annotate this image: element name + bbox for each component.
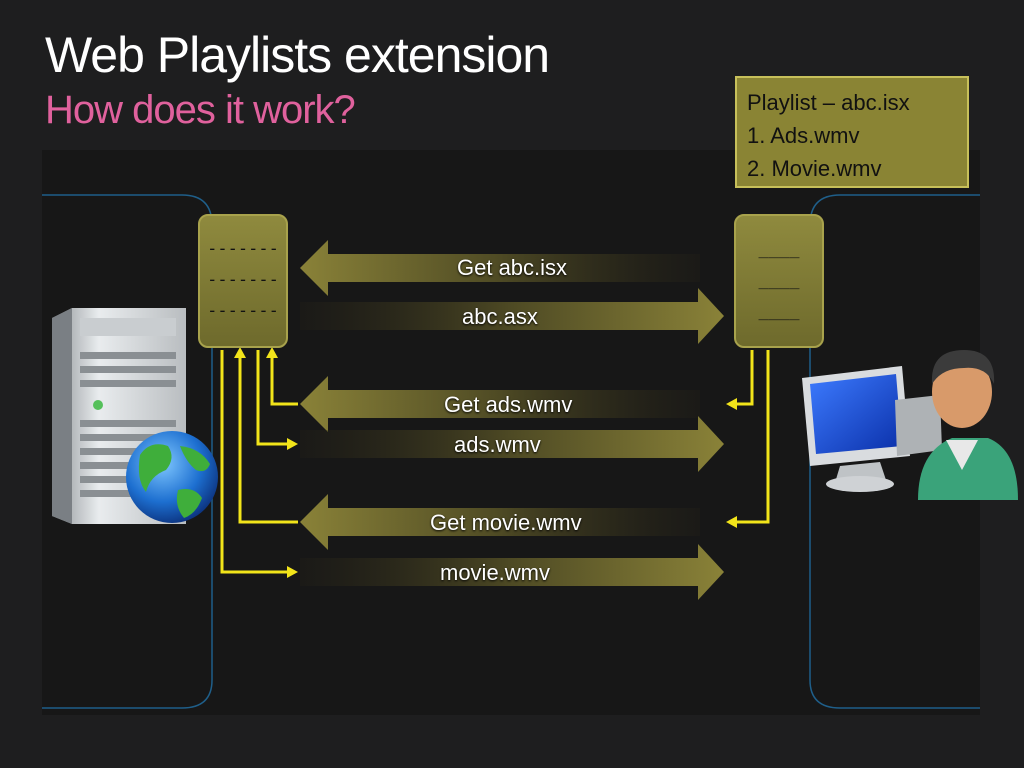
- playlist-item: 1. Ads.wmv: [747, 123, 860, 148]
- document-line: -------: [207, 270, 279, 290]
- server-swimlane: [42, 194, 213, 709]
- slide-subtitle: How does it work?: [45, 88, 356, 132]
- document-line: -------: [207, 239, 279, 259]
- message-label-movie-wmv: movie.wmv: [440, 560, 551, 585]
- message-arrow-2: [300, 288, 724, 344]
- slide-title: Web Playlists extension: [45, 27, 550, 83]
- message-arrow-5: [300, 494, 700, 550]
- document-line: -------: [207, 301, 279, 321]
- message-label-get-movie-wmv: Get movie.wmv: [430, 510, 582, 535]
- client-document: ____ ____ ____: [734, 214, 824, 348]
- computer-user-icon: [802, 350, 1018, 500]
- client-connectors: [726, 350, 770, 528]
- playlist-title: Playlist – abc.isx: [747, 90, 910, 115]
- document-line: ____: [758, 239, 800, 259]
- globe-icon: [126, 431, 218, 523]
- message-arrow-4: [300, 416, 724, 472]
- message-label-get-ads-wmv: Get ads.wmv: [444, 392, 573, 417]
- document-line: ____: [758, 301, 800, 321]
- message-label-ads-wmv: ads.wmv: [454, 432, 541, 457]
- message-label-abc-asx: abc.asx: [462, 304, 538, 329]
- playlist-item: 2. Movie.wmv: [747, 156, 882, 181]
- message-arrow-6: [300, 544, 724, 600]
- playlist-callout: Playlist – abc.isx 1. Ads.wmv 2. Movie.w…: [735, 76, 969, 188]
- server-document: ------- ------- -------: [198, 214, 288, 348]
- message-arrow-1: [300, 240, 700, 296]
- message-label-get-abc-isx: Get abc.isx: [457, 255, 568, 280]
- document-line: ____: [758, 270, 800, 290]
- server-connectors: [220, 347, 298, 578]
- message-arrow-3: [300, 376, 700, 432]
